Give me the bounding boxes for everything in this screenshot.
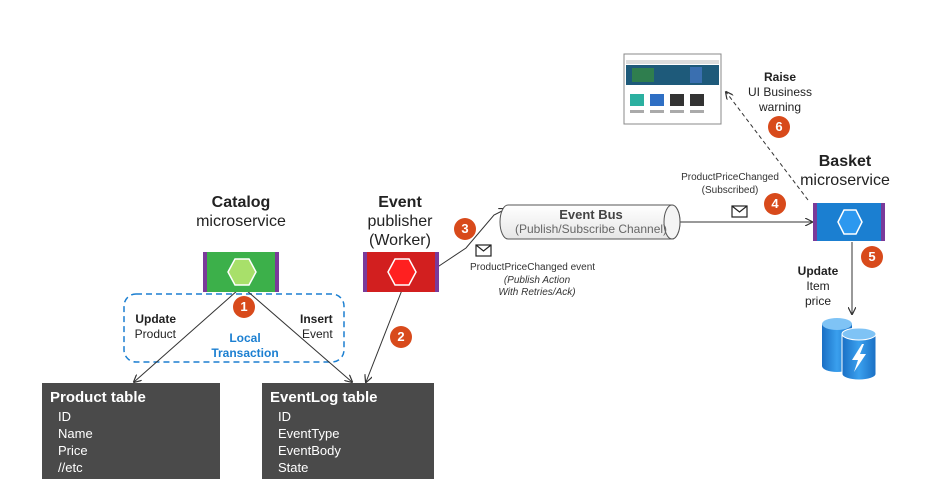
step-badge-5: 5 [861,246,883,268]
publisher-title: Event [378,194,422,211]
update-item-bold: Update [797,264,839,278]
product-table-row: Name [58,426,93,441]
eventlog-table-row: ID [278,409,291,424]
update-product-text: Product [134,327,176,341]
published-event-note2: With Retries/Ack) [498,287,576,298]
local-transaction-label-2: Transaction [211,346,279,360]
basket-subtitle: microservice [800,172,890,189]
catalog-subtitle: microservice [196,213,286,230]
product-table-row: Price [58,443,88,458]
event-bus-title: Event Bus [559,207,623,222]
update-product-bold: Update [135,312,176,326]
raise-warning-line3: warning [758,100,802,114]
eventlog-table-row: State [278,460,309,475]
local-transaction-box [123,293,345,363]
product-table-title: Product table [50,389,146,406]
event-bus-subtitle: (Publish/Subscribe Channel) [514,222,668,236]
subscribed-event-name: ProductPriceChanged [681,172,779,183]
arrow-catalog-to-product [134,289,239,382]
product-table-row: ID [58,409,71,424]
eventlog-table-title: EventLog table [270,389,378,406]
step-badge-2: 2 [390,326,412,348]
catalog-service-icon [203,252,279,292]
publisher-service-icon [363,252,439,292]
product-table: Product table ID Name Price //etc [42,383,220,479]
raise-warning-line2: UI Business [747,85,813,99]
eventlog-table-row: EventBody [278,443,341,458]
eventlog-table: EventLog table ID EventType EventBody St… [262,383,434,479]
arrow-publisher-to-eventlog [366,289,403,382]
eventlog-table-row: EventType [278,426,340,441]
step-badge-1: 1 [233,296,255,318]
raise-warning-bold: Raise [763,70,797,84]
step-badge-4: 4 [764,193,786,215]
step-badge-6: 6 [768,116,790,138]
publisher-worker-label: (Worker) [369,232,431,249]
arrow-publisher-to-bus [435,209,506,269]
basket-service-icon [813,203,885,241]
basket-database-icon [822,318,877,381]
arrow-catalog-to-eventlog [245,289,352,382]
event-bus-pipe [499,204,681,240]
publisher-subtitle: publisher [367,213,433,230]
update-item-line2: Item [806,279,830,293]
envelope-published-icon [475,244,492,257]
insert-event-bold: Insert [300,312,333,326]
insert-event-text: Event [302,327,333,341]
arrow-basket-to-ui [726,92,809,201]
catalog-title: Catalog [211,194,271,211]
product-table-row: //etc [58,460,83,475]
basket-title: Basket [818,153,872,170]
update-item-line3: price [804,294,831,308]
published-event-name: ProductPriceChanged event [470,262,596,273]
local-transaction-label-1: Local [229,331,261,345]
published-event-note1: (Publish Action [503,275,571,286]
step-badge-3: 3 [454,218,476,240]
ui-screenshot-thumbnail [623,53,722,125]
envelope-subscribed-icon [731,205,748,218]
subscribed-event-note: (Subscribed) [701,185,759,196]
